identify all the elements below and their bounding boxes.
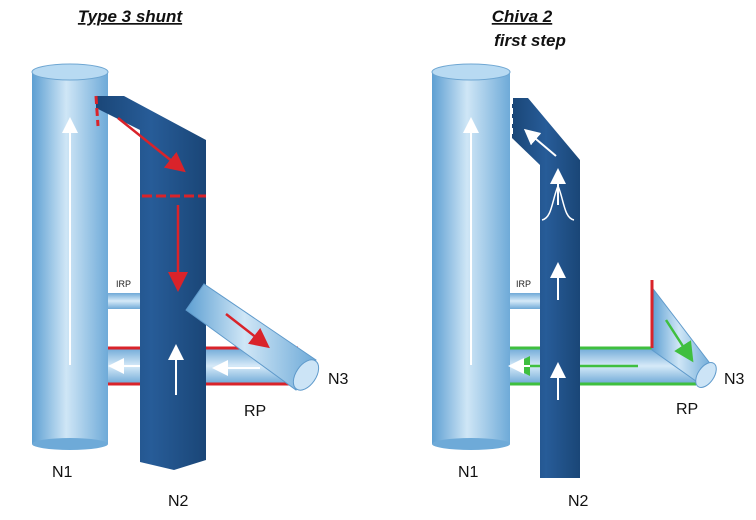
n3-label: N3 [328,371,349,388]
n2-label-right: N2 [568,493,589,510]
right-title: Chiva 2 [492,7,553,26]
n2-label: N2 [168,493,189,510]
left-panel: Type 3 shunt IRP [31,7,349,510]
rp-label: RP [244,403,266,420]
right-panel: Chiva 2 first step IRP [431,7,745,510]
n2-vein [94,95,206,470]
right-subtitle: first step [494,31,566,50]
n3-label-right: N3 [724,371,745,388]
irp-vessel: IRP [108,279,148,309]
rp-label-right: RP [676,401,698,418]
n1-vein [31,63,109,450]
irp-vessel-right: IRP [510,279,544,309]
n3-vein-right [650,280,717,388]
n3-vein [185,283,320,391]
n1-label-right: N1 [458,464,479,481]
n1-vein-right [431,63,511,450]
irp-label: IRP [116,279,131,289]
n1-label: N1 [52,464,73,481]
irp-label-right: IRP [516,279,531,289]
left-title: Type 3 shunt [78,7,184,26]
n2-vein-right [511,98,580,478]
